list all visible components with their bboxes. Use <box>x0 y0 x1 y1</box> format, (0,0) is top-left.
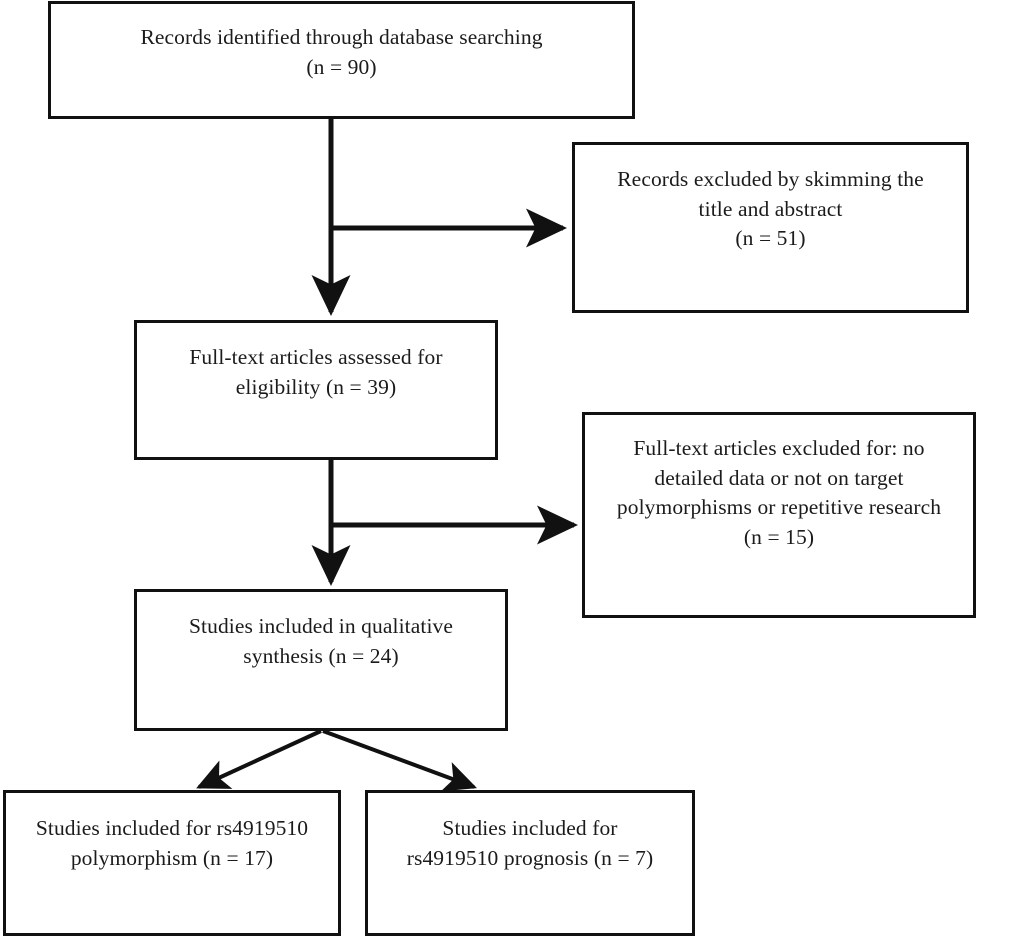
box-studies-qualitative-synthesis: Studies included in qualitative synthesi… <box>134 589 508 731</box>
box-fulltext-assessed: Full-text articles assessed for eligibil… <box>134 320 498 460</box>
box-fulltext-excluded-label: Full-text articles excluded for: no deta… <box>616 436 942 549</box>
box-records-identified-label: Records identified through database sear… <box>140 25 543 79</box>
box-studies-prognosis: Studies included for rs4919510 prognosis… <box>365 790 695 936</box>
connector-qualitative-to-polymorphism <box>196 729 322 789</box>
box-records-excluded-skimming: Records excluded by skimming the title a… <box>572 142 969 313</box>
box-studies-prognosis-label: Studies included for rs4919510 prognosis… <box>406 816 654 870</box>
connector-qualitative-to-prognosis <box>322 729 478 792</box>
box-studies-qualitative-synthesis-label: Studies included in qualitative synthesi… <box>188 614 454 668</box>
box-fulltext-excluded: Full-text articles excluded for: no deta… <box>582 412 976 618</box>
box-records-excluded-skimming-label: Records excluded by skimming the title a… <box>617 167 924 250</box>
box-studies-polymorphism-label: Studies included for rs4919510 polymorph… <box>35 816 309 870</box>
box-fulltext-assessed-label: Full-text articles assessed for eligibil… <box>189 345 443 399</box>
box-records-identified: Records identified through database sear… <box>48 1 635 119</box>
box-studies-polymorphism: Studies included for rs4919510 polymorph… <box>3 790 341 936</box>
